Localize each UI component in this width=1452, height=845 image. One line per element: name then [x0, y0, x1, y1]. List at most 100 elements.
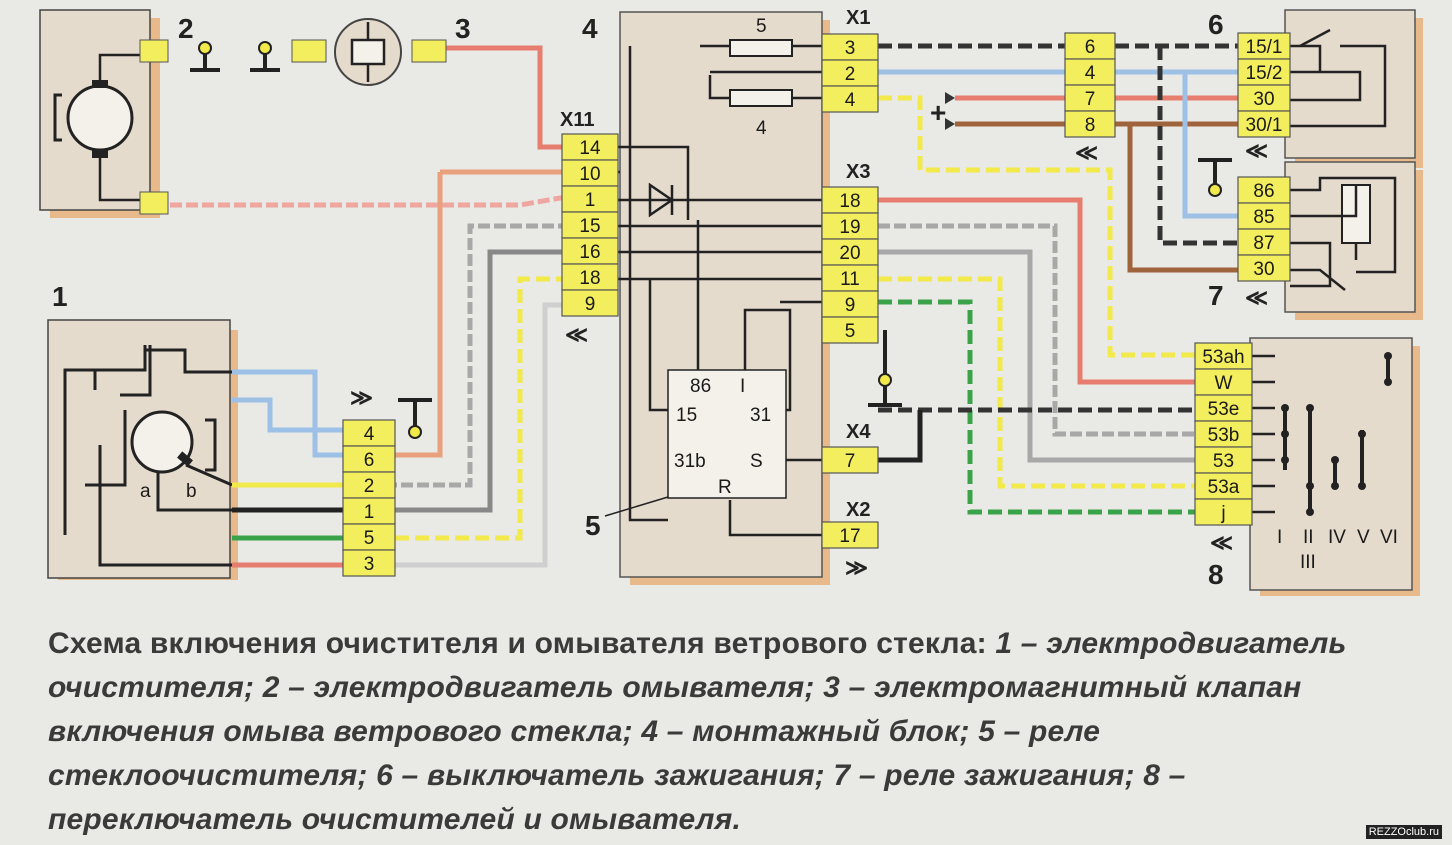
x4-pin-7: 7 — [821, 446, 879, 474]
stalk-switch-pin-53e: 53e — [1194, 394, 1253, 422]
stalk-switch-pin-W: W — [1194, 368, 1253, 396]
relay5-tS: S — [750, 451, 763, 472]
x2-pin-17: 17 — [821, 521, 879, 549]
x11-pin-1: 1 — [561, 185, 619, 213]
relay5-t31: 31 — [750, 405, 771, 426]
x4-name: X4 — [846, 421, 871, 443]
pos-II: II — [1303, 527, 1314, 548]
pin-label: 14 — [579, 138, 601, 159]
ignition-switch — [1284, 9, 1423, 168]
mid-conn-pin-6: 6 — [1064, 32, 1116, 60]
pin-label: 15 — [579, 216, 600, 237]
label-8: 8 — [1208, 559, 1224, 590]
x11-pin-9: 9 — [561, 289, 619, 317]
pin-label: 53e — [1208, 399, 1240, 420]
ign-relay-pin-30: 30 — [1237, 254, 1291, 282]
pin-label: 1 — [364, 502, 375, 523]
label-2: 2 — [178, 13, 194, 44]
plus-arrows — [945, 92, 955, 130]
pin-label: 7 — [845, 451, 856, 472]
plus-sign: + — [930, 97, 946, 128]
ground-dots — [198, 41, 1222, 439]
pin-label: 18 — [839, 191, 860, 212]
mid-conn-pin-4: 4 — [1064, 58, 1116, 86]
svg-text:≫: ≫ — [350, 385, 373, 410]
x3-pin-5: 5 — [821, 316, 879, 344]
pin-label: 30 — [1253, 259, 1274, 280]
pin-label: 15/2 — [1246, 63, 1283, 84]
motor-conn-pin-4: 4 — [342, 419, 396, 447]
stalk-switch-pin-j: j — [1194, 498, 1253, 526]
pin-label: 53 — [1213, 451, 1234, 472]
relay5-t31b: 31b — [674, 451, 706, 472]
wiper-motor — [47, 319, 238, 580]
pos-III: III — [1300, 552, 1316, 573]
ign-relay-pin-86: 86 — [1237, 176, 1291, 204]
connector-pins: 3241410115161891819201195717462153647815… — [342, 32, 1291, 577]
x1-pin-2: 2 — [821, 59, 879, 87]
pin-label: 11 — [840, 269, 860, 290]
x2-name: X2 — [846, 499, 870, 521]
caption-body: 1 – электродвигатель очистителя; 2 – эле… — [48, 627, 1347, 836]
label-4: 4 — [582, 13, 598, 44]
pin-label: 30 — [1253, 89, 1274, 110]
washer-valve — [334, 18, 402, 86]
x3-pin-20: 20 — [821, 238, 879, 266]
stalk-switch-pin-53b: 53b — [1194, 420, 1253, 448]
motor-term-a: a — [140, 481, 151, 502]
pin-label: 6 — [364, 450, 375, 471]
svg-text:≪: ≪ — [565, 322, 588, 347]
mid-conn-pin-8: 8 — [1064, 110, 1116, 138]
relay5-tR: R — [718, 477, 732, 498]
pin-label: j — [1220, 503, 1225, 524]
pin-label: 30/1 — [1246, 115, 1283, 136]
pin-label: 87 — [1253, 233, 1274, 254]
relay5-tI: I — [740, 376, 745, 397]
pin-label: 16 — [579, 242, 600, 263]
pin-label: 2 — [364, 476, 375, 497]
pin-label: 4 — [845, 90, 856, 111]
pin-label: 53a — [1208, 477, 1240, 498]
x11-pin-18: 18 — [561, 263, 619, 291]
caption-title: Схема включения очистителя и омывателя в… — [48, 627, 987, 660]
svg-text:≪: ≪ — [1210, 530, 1233, 555]
ign-relay-pin-85: 85 — [1237, 202, 1291, 230]
watermark: REZZOclub.ru — [1365, 825, 1442, 839]
ign-relay-pin-87: 87 — [1237, 228, 1291, 256]
x3-pin-19: 19 — [821, 212, 879, 240]
mounting-block — [615, 11, 830, 585]
svg-text:≪: ≪ — [1245, 285, 1268, 310]
x1-pin-4: 4 — [821, 85, 879, 113]
pin-label: 85 — [1253, 207, 1274, 228]
x3-pin-9: 9 — [821, 290, 879, 318]
pin-label: 15/1 — [1246, 37, 1283, 58]
ground-symbols — [190, 48, 1232, 430]
pin-label: 3 — [845, 38, 856, 59]
ign-switch-pin-15/1: 15/1 — [1237, 32, 1291, 60]
pos-V: V — [1357, 527, 1370, 548]
label-3: 3 — [455, 13, 471, 44]
ign-switch-pin-15/2: 15/2 — [1237, 58, 1291, 86]
mid-conn-pin-7: 7 — [1064, 84, 1116, 112]
label-5-leader — [604, 496, 669, 517]
svg-text:≪: ≪ — [1245, 138, 1268, 163]
pin-label: 7 — [1085, 89, 1096, 110]
pos-VI: VI — [1380, 527, 1398, 548]
small-connectors — [139, 39, 447, 215]
motor-conn-pin-5: 5 — [342, 523, 396, 551]
caption: Схема включения очистителя и омывателя в… — [48, 622, 1428, 842]
stalk-switch-pin-53: 53 — [1194, 446, 1253, 474]
ign-switch-pin-30/1: 30/1 — [1237, 110, 1291, 138]
pin-label: 18 — [579, 268, 600, 289]
pin-label: 86 — [1253, 181, 1274, 202]
ignition-relay — [1284, 161, 1423, 320]
pin-label: 9 — [845, 295, 856, 316]
pin-label: 19 — [839, 217, 860, 238]
x3-pin-18: 18 — [821, 186, 879, 214]
label-1: 1 — [52, 281, 68, 312]
fuse-4-label: 4 — [756, 118, 767, 139]
motor-conn-pin-2: 2 — [342, 471, 396, 499]
x1-pin-3: 3 — [821, 33, 879, 61]
pin-label: 1 — [585, 190, 596, 211]
pin-label: 6 — [1085, 37, 1096, 58]
